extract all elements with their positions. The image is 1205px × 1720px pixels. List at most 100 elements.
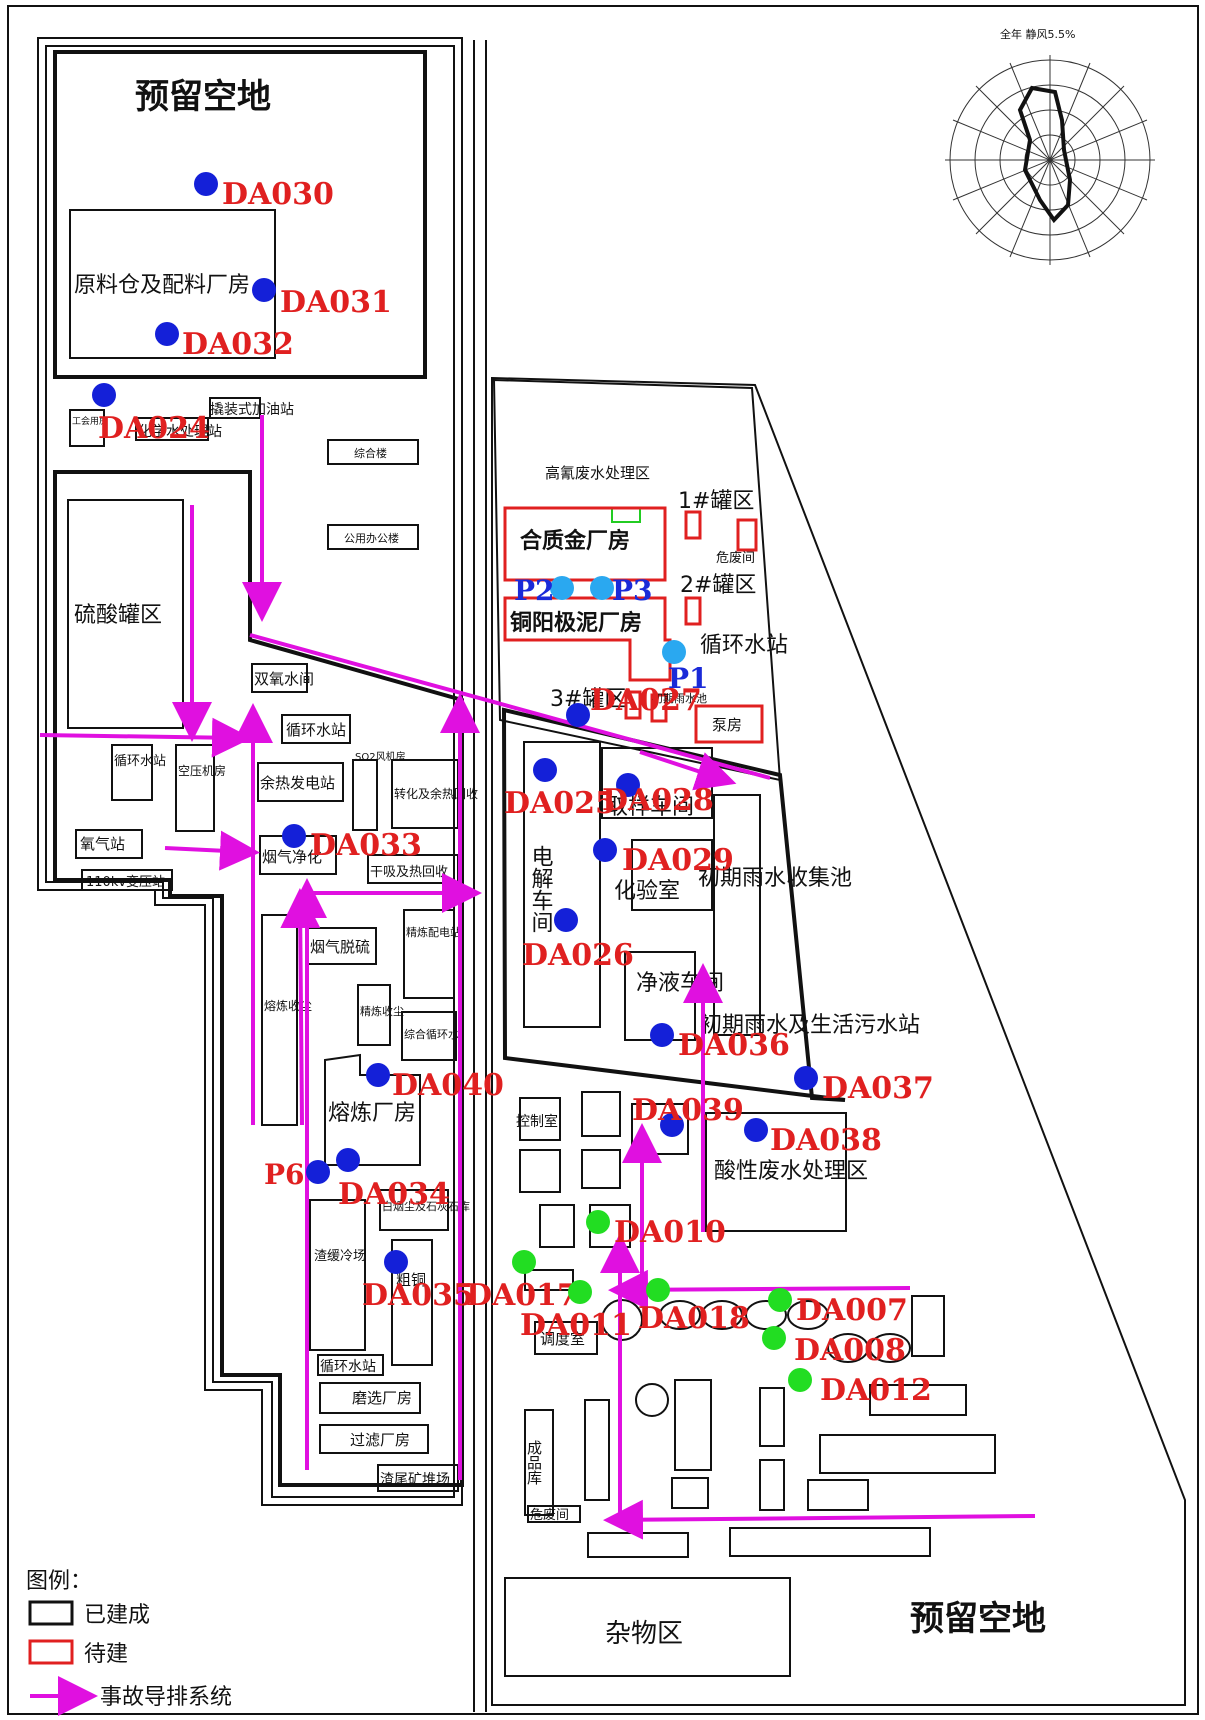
filter-label: 过滤厂房 [350, 1431, 410, 1449]
grinding-label: 磨选厂房 [352, 1389, 412, 1407]
tank3-label: 3#罐区 [550, 687, 626, 712]
aux-building-15 [819, 1434, 996, 1474]
pump-house-label: 泵房 [712, 716, 742, 734]
outlet-label-da026: DA026 [522, 938, 634, 973]
conversion-label: 转化及余热回收 [394, 786, 478, 801]
cyanide-treatment-label: 高氰废水处理区 [545, 464, 650, 482]
refine-power-label: 精炼配电站 [406, 925, 461, 939]
aux-building-4 [519, 1149, 561, 1193]
outlet-label-da037: DA037 [822, 1071, 934, 1106]
outlet-dot-da008 [762, 1326, 786, 1350]
white-dust-building [379, 1189, 449, 1231]
outlet-dot-da033 [282, 824, 306, 848]
legend-planned-swatch [28, 1639, 74, 1665]
tank-circle-3 [701, 1300, 743, 1330]
p2-label: P2 [514, 574, 555, 607]
aux-building-12 [759, 1459, 785, 1511]
chem-water-label: 化学水处理站 [138, 424, 222, 440]
p6-dot [306, 1160, 330, 1184]
waste-heat-building [257, 762, 344, 802]
outlet-dot-da017 [512, 1250, 536, 1274]
outlet-dot-da038 [744, 1118, 768, 1142]
electrolysis-label: 电解车间 [528, 845, 554, 933]
outlet-label-da032: DA032 [182, 327, 294, 362]
circ-station-label: 循环水站 [700, 633, 788, 658]
tank-circle-6 [827, 1333, 869, 1363]
flue-gas-clean-label: 烟气净化 [262, 848, 322, 866]
circ-water-small-label: 循环水站 [114, 754, 166, 769]
legend: 图例： 已建成 待建 事故导排系统 [14, 1555, 289, 1716]
so2-fan-building [352, 759, 378, 831]
outlet-label-da040: DA040 [392, 1068, 504, 1103]
circ-water-small-building [111, 744, 153, 801]
p3-dot [590, 576, 614, 600]
oxygen-station-building [75, 829, 143, 859]
p1-dot [662, 640, 686, 664]
rain-pool-small-marker [650, 693, 668, 723]
outlet-dot-da027 [566, 703, 590, 727]
legend-built-swatch [28, 1600, 74, 1626]
outlet-label-da010: DA010 [614, 1215, 726, 1250]
p6-label: P6 [264, 1158, 305, 1191]
office2-building [327, 524, 419, 550]
outlet-dot-da029 [593, 838, 617, 862]
purify-label: 净液车间 [636, 971, 724, 996]
combined-circ-label: 综合循环水 [404, 1027, 459, 1041]
outlet-dot-da012 [788, 1368, 812, 1392]
outlet-label-da028: DA028 [602, 783, 714, 818]
circ-water3-label: 循环水站 [320, 1359, 376, 1375]
outlet-dot-da024 [92, 383, 116, 407]
oxygen-station-label: 氧气站 [80, 835, 125, 853]
copper-slime-label: 铜阳极泥厂房 [510, 610, 642, 636]
crude-copper-label: 粗铜 [396, 1271, 426, 1289]
refine-power-building [403, 909, 455, 999]
debris-label: 杂物区 [605, 1619, 683, 1649]
tank-circle-4 [745, 1300, 787, 1330]
tailings-label: 渣尾矿堆场 [380, 1472, 450, 1488]
outlet-label-da008: DA008 [794, 1333, 906, 1368]
workshop-misc-label: 工会用房 [72, 415, 108, 427]
finished-store-building [524, 1409, 554, 1516]
electrolysis-building [523, 741, 601, 1028]
dry-absorb-label: 干吸及热回收 [370, 865, 448, 880]
reserved-north-label: 预留空地 [135, 77, 271, 117]
outlet-label-da024: DA024 [98, 411, 210, 446]
outlet-dot-da018 [646, 1278, 670, 1302]
outlet-dot-da028 [616, 773, 640, 797]
legend-planned-label: 待建 [84, 1642, 128, 1667]
acid-ww-label: 酸性废水处理区 [714, 1159, 868, 1184]
outlet-dot-da030 [194, 172, 218, 196]
outlet-label-da025: DA025 [504, 786, 616, 821]
smelt-plant-label: 熔炼厂房 [328, 1101, 416, 1126]
refine-dust-label: 精炼收尘 [360, 1004, 404, 1018]
circ-water3-building [317, 1354, 384, 1376]
smelt-dust-building [261, 914, 298, 1126]
debris-area [504, 1577, 791, 1677]
left-process-block [53, 470, 464, 1487]
wind-rose-title: 全年 静风5.5% [1000, 27, 1075, 41]
alloy-plant-building [503, 506, 667, 582]
outlet-label-da035: DA035 [362, 1278, 474, 1313]
map-frame [7, 5, 1199, 1715]
p3-label: P3 [612, 574, 653, 607]
aux-building-16 [807, 1479, 869, 1511]
dispatch-building [534, 1321, 598, 1355]
circ-water2-building [281, 714, 351, 744]
outlet-dot-da039 [660, 1113, 684, 1137]
legend-built-label: 已建成 [84, 1603, 150, 1628]
outlet-dot-da034 [336, 1148, 360, 1172]
aux-building-9 [584, 1399, 610, 1501]
tank-circle-8 [635, 1383, 669, 1417]
accident-drain-arrows [39, 415, 1036, 1540]
tank2-marker [684, 596, 702, 626]
waste-heat-label: 余热发电站 [260, 774, 335, 792]
outlet-dot-da026 [554, 908, 578, 932]
sampling-label: 取样车间 [606, 795, 694, 820]
outlet-label-da017: DA017 [466, 1278, 578, 1313]
outlet-dot-da031 [252, 278, 276, 302]
outlet-dot-da040 [366, 1063, 390, 1087]
h2o2-building [251, 663, 308, 693]
aux-building-10 [674, 1379, 712, 1471]
